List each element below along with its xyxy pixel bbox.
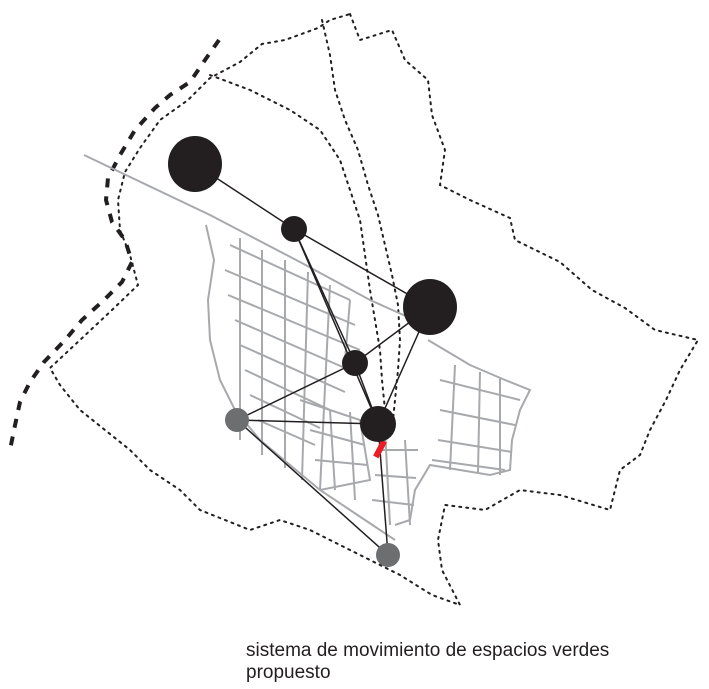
link-n6-n5: [236, 419, 379, 425]
site-marker: [373, 439, 387, 459]
dotted-river-corridor: [209, 19, 402, 431]
dashed-boundary-line: [8, 38, 221, 451]
east-district-road: [394, 339, 532, 526]
node-n2: [281, 216, 307, 242]
link-n2-n5: [293, 228, 379, 425]
node-n5: [360, 406, 396, 442]
dotted-study-boundary: [48, 12, 700, 607]
node-n6: [225, 408, 249, 432]
node-group: [168, 136, 457, 567]
caption: sistema de movimiento de espacios verdes…: [246, 640, 696, 684]
node-n3: [403, 279, 457, 335]
caption-line-2: propuesto: [246, 662, 331, 683]
node-n4: [342, 350, 368, 376]
node-n1: [168, 136, 222, 192]
link-n4-n6: [236, 362, 356, 421]
main-road: [83, 154, 411, 319]
link-n6-n7: [236, 419, 389, 556]
connection-lines: [194, 163, 431, 556]
caption-line-1: sistema de movimiento de espacios verdes: [246, 640, 610, 661]
node-n7: [376, 543, 400, 567]
